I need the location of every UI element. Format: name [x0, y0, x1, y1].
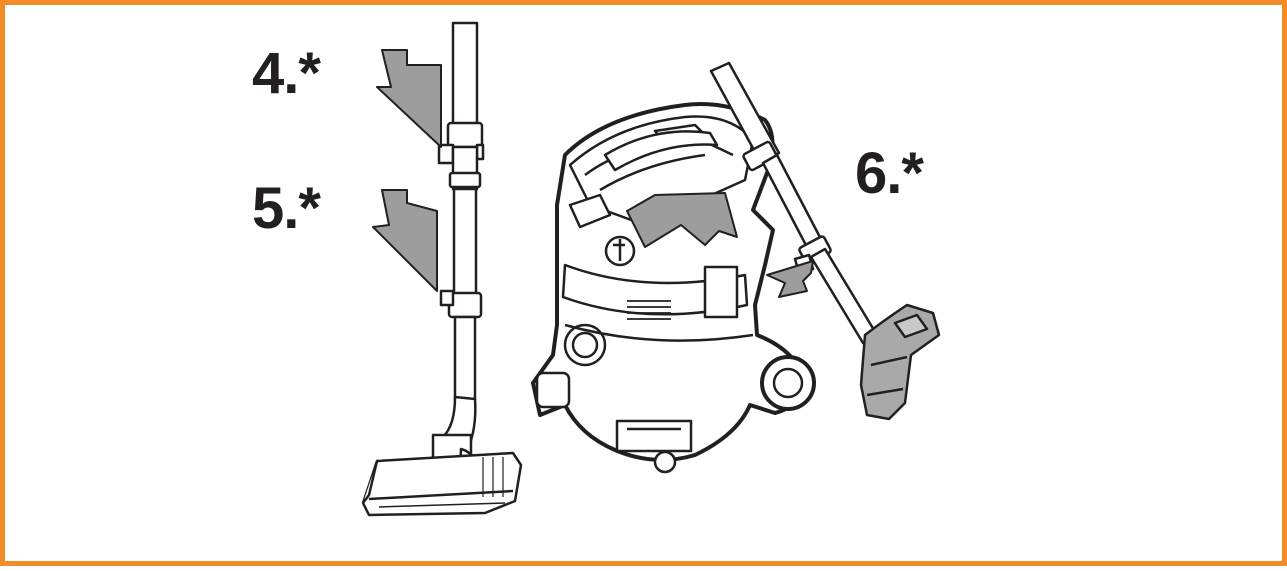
air-vent	[627, 300, 671, 320]
upper-tube-segment	[451, 21, 479, 133]
floor-nozzle	[361, 451, 523, 517]
step-label-4: 4.*	[252, 41, 321, 106]
holder-clip-5	[439, 289, 455, 307]
carry-handle	[603, 130, 719, 172]
vertical-suction-tube-floor-nozzle-icon	[361, 21, 523, 517]
lower-tube-segment	[452, 187, 478, 299]
arrow-to-clip-4	[376, 49, 442, 148]
tube-joint	[446, 121, 484, 149]
wet-dry-vacuum-cleaner-icon	[531, 102, 816, 474]
front-castor	[653, 450, 677, 474]
step-label-6: 6.*	[855, 141, 924, 206]
arrow-to-lid-slot	[626, 192, 738, 248]
arrow-to-clip-5	[372, 189, 438, 292]
lower-tube-segment	[809, 247, 879, 345]
vacuum-accessory-storage-illustration	[361, 21, 941, 517]
motor-housing	[561, 263, 749, 316]
side-wheel	[535, 371, 571, 409]
tipping-handle	[615, 419, 693, 453]
floor-nozzle	[859, 303, 941, 421]
bottom-tube-segment	[453, 315, 477, 401]
lid-latch	[568, 193, 612, 229]
step-label-5: 5.*	[252, 176, 321, 241]
upper-tube-segment	[709, 61, 781, 165]
arrow-to-clip-6	[766, 260, 814, 298]
parked-suction-tube-floor-nozzle-icon	[709, 61, 941, 421]
container-clip	[703, 265, 739, 319]
